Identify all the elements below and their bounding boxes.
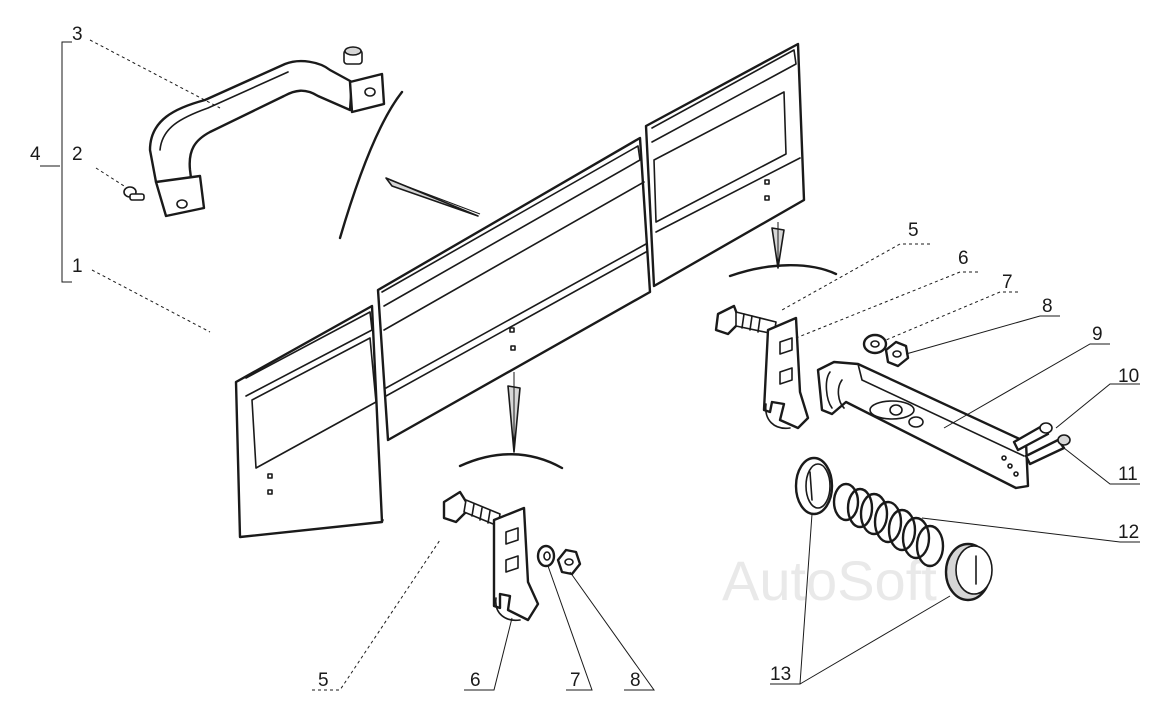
leader-1 [91, 269, 211, 333]
leader-5b [312, 539, 441, 691]
callout-4: 4 [30, 144, 41, 165]
handle-assembly [123, 46, 481, 240]
leader-7a [885, 291, 1018, 341]
leader-9 [943, 343, 1110, 429]
callout-10: 10 [1118, 366, 1139, 387]
leader-3 [89, 39, 221, 109]
callout-3: 3 [72, 24, 83, 45]
watermark-text: AutoSoft [722, 549, 937, 612]
leader-13b [799, 595, 951, 685]
callout-11: 11 [1118, 464, 1138, 485]
assembly-bracket [40, 41, 72, 283]
callout-8-lower: 8 [630, 670, 641, 691]
callout-7-lower: 7 [570, 670, 581, 691]
bottom-latch-assembly [442, 372, 582, 622]
leader-8b [569, 571, 655, 691]
leader-12 [921, 517, 1140, 543]
leader-5a [781, 243, 930, 311]
callout-9: 9 [1092, 324, 1103, 345]
leader-8a [905, 315, 1060, 355]
leader-6a [795, 271, 978, 339]
leader-7b [547, 565, 593, 691]
callout-5-upper: 5 [908, 220, 919, 241]
callout-12: 12 [1118, 522, 1139, 543]
tailboard-panel [234, 42, 806, 539]
right-latch-assembly [714, 222, 1071, 490]
callout-6-lower: 6 [470, 670, 481, 691]
spring-cap-assembly [794, 456, 993, 602]
callout-5-lower: 5 [318, 670, 329, 691]
leader-6b [464, 617, 513, 691]
callout-7-upper: 7 [1002, 272, 1013, 293]
callout-1: 1 [72, 256, 83, 277]
callout-8-upper: 8 [1042, 296, 1053, 317]
callout-6-upper: 6 [958, 248, 969, 269]
callout-13: 13 [770, 664, 791, 685]
leader-10 [1055, 383, 1140, 429]
leader-11 [1063, 447, 1140, 485]
leader-2 [95, 167, 125, 187]
callout-2: 2 [72, 144, 83, 165]
